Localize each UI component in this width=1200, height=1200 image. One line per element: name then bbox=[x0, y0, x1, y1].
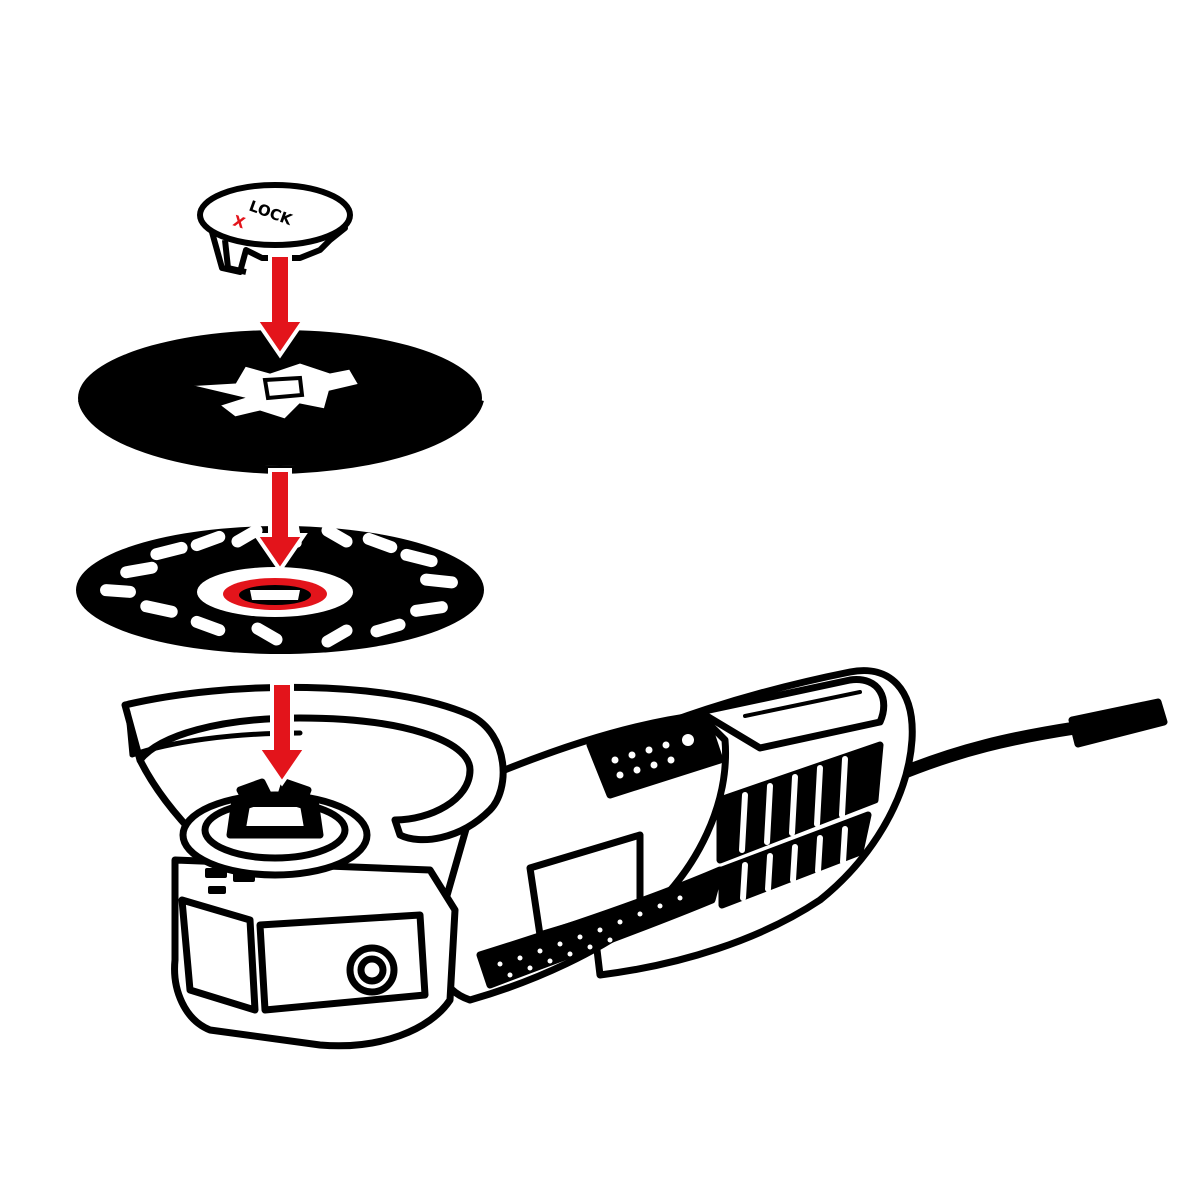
wheel-guard bbox=[121, 683, 507, 844]
x-lock-mount bbox=[226, 778, 324, 839]
arrow-down-icon bbox=[254, 681, 310, 787]
assembly-arrows bbox=[252, 253, 310, 787]
ridge-inner bbox=[743, 690, 862, 718]
x-lock-cap-icon: X LOCK bbox=[197, 182, 353, 275]
gear-head-front bbox=[178, 896, 259, 1014]
vent-grill bbox=[716, 741, 884, 909]
power-cord bbox=[898, 721, 1082, 779]
gear-head-side bbox=[256, 911, 429, 1014]
cord-sleeve bbox=[1068, 698, 1168, 748]
arrow-down-icon bbox=[252, 468, 308, 574]
angle-grinder-icon bbox=[121, 667, 1168, 1050]
grip-dots bbox=[497, 895, 683, 978]
panel-dots bbox=[611, 734, 694, 779]
arrow-down-icon bbox=[252, 253, 308, 359]
cutting-wheel bbox=[78, 330, 484, 475]
